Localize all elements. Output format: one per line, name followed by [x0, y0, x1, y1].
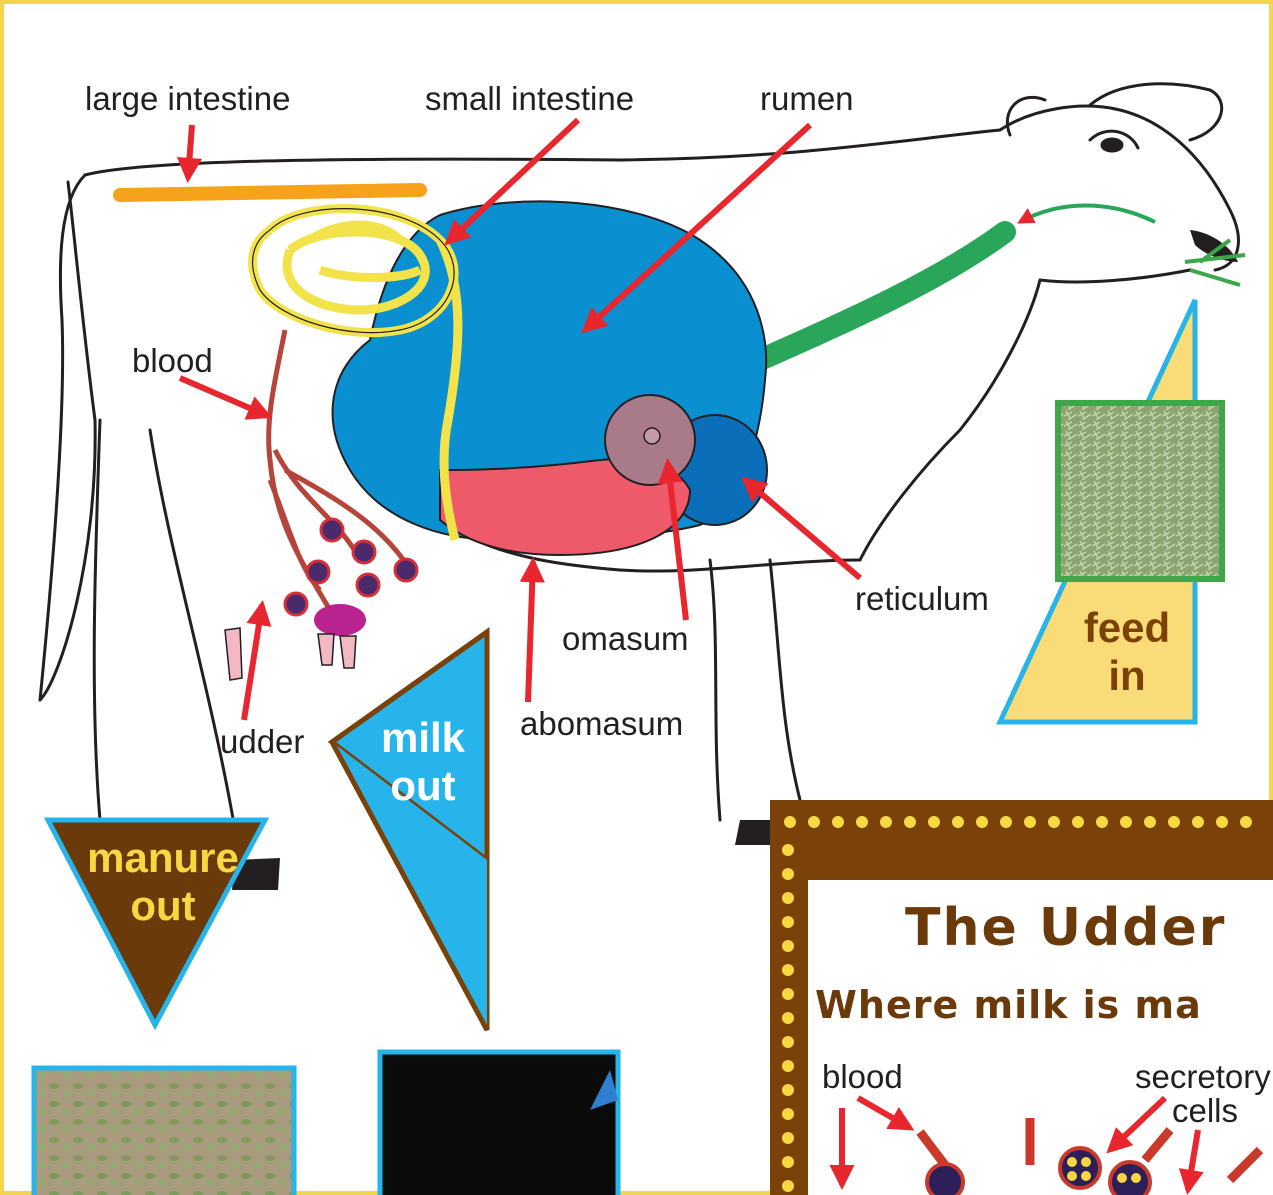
udder-panel: The Udder Where milk is ma blood secreto… [770, 800, 1273, 1195]
milk-photo [380, 1052, 618, 1195]
manure-out-line-2: out [130, 882, 195, 929]
udder-panel-subtitle: Where milk is ma [815, 983, 1202, 1027]
label-blood: blood [132, 342, 213, 379]
large-intestine [120, 190, 420, 195]
panel-dot [782, 1012, 794, 1024]
esophagus [760, 232, 1005, 360]
panel-dot [782, 988, 794, 1000]
panel-dot [1168, 816, 1180, 828]
panel-dot [784, 816, 796, 828]
udder-panel-title: The Udder [905, 898, 1226, 958]
panel-dot [782, 1036, 794, 1048]
panel-dot [880, 816, 892, 828]
panel-dot [782, 868, 794, 880]
panel-dot [1240, 816, 1252, 828]
panel-dot [782, 964, 794, 976]
panel-dot [782, 1156, 794, 1168]
panel-dot [952, 816, 964, 828]
label-udder: udder [220, 723, 304, 760]
panel-dot [1072, 816, 1084, 828]
panel-dot [782, 916, 794, 928]
omasum-center [644, 428, 660, 444]
udder-cistern [314, 604, 366, 636]
milk-out-line-1: milk [381, 714, 466, 761]
panel-dot [1048, 816, 1060, 828]
panel-dot [1096, 816, 1108, 828]
feed-in-line-2: in [1108, 652, 1145, 699]
panel-dot [782, 1180, 794, 1192]
panel-dot [782, 892, 794, 904]
panel-dot [904, 816, 916, 828]
feed-in-line-1: feed [1084, 604, 1170, 651]
label-reticulum: reticulum [855, 580, 989, 617]
panel-dot [1192, 816, 1204, 828]
label-small-intestine: small intestine [425, 80, 634, 117]
manure-photo [34, 1068, 294, 1195]
panel-dot [856, 816, 868, 828]
udder-panel-label-secretory: secretory [1135, 1058, 1271, 1095]
panel-dot [782, 1060, 794, 1072]
panel-dot [1216, 816, 1228, 828]
feed-photo [1058, 403, 1222, 579]
panel-dot [1000, 816, 1012, 828]
panel-dot [1144, 816, 1156, 828]
label-omasum: omasum [562, 620, 689, 657]
udder-panel-label-cells: cells [1172, 1092, 1238, 1129]
panel-dot [1024, 816, 1036, 828]
panel-dot [808, 816, 820, 828]
label-abomasum: abomasum [520, 705, 683, 742]
udder-teats [318, 634, 356, 668]
manure-out-line-1: manure [87, 834, 239, 881]
label-rumen: rumen [760, 80, 854, 117]
panel-dot [976, 816, 988, 828]
udder-teat-rear [225, 628, 242, 680]
panel-dot [1120, 816, 1132, 828]
panel-dot [782, 1108, 794, 1120]
panel-dot [782, 940, 794, 952]
panel-dot [832, 816, 844, 828]
label-large-intestine: large intestine [85, 80, 290, 117]
panel-dot [782, 1084, 794, 1096]
panel-dot [782, 844, 794, 856]
panel-dot [782, 1132, 794, 1144]
panel-dot [928, 816, 940, 828]
food-path-arrow [1020, 206, 1155, 223]
udder-panel-label-blood: blood [822, 1058, 903, 1095]
milk-out-line-2: out [390, 762, 455, 809]
